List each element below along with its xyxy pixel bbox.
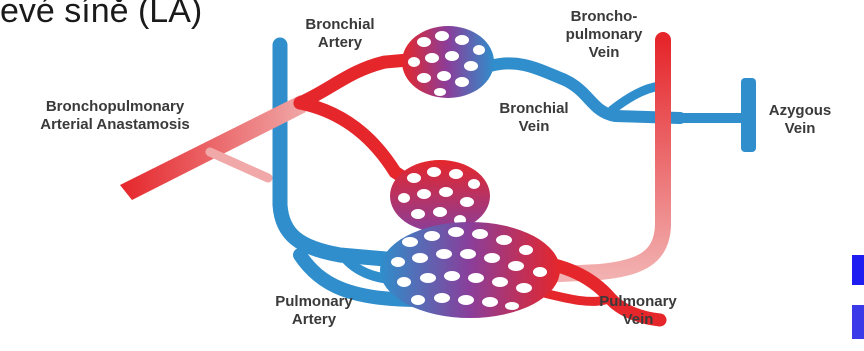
bronchopulmonary-vein-vessel: [612, 86, 660, 110]
label-pulmonary-vein: Pulmonary Vein: [588, 293, 688, 329]
slide-edge-fragment-bottom: [852, 305, 864, 339]
slide-edge-fragment-top: [852, 255, 864, 285]
lower-capillary-bed: [380, 222, 560, 318]
label-bronchial-artery: Bronchial Artery: [290, 16, 390, 52]
label-azygous-vein: Azygous Vein: [760, 102, 840, 138]
label-bronchopulmonary-vein: Broncho- pulmonary Vein: [554, 8, 654, 62]
upper-capillary-bed: [402, 26, 494, 98]
label-bronchopulmonary-anastomosis: Bronchopulmonary Arterial Anastamosis: [20, 98, 210, 134]
label-bronchial-vein: Bronchial Vein: [484, 100, 584, 136]
middle-capillary-bed: [390, 160, 490, 232]
label-pulmonary-artery: Pulmonary Artery: [264, 293, 364, 329]
azygous-vein-vessel: [675, 78, 756, 152]
bronchial-artery-vessel: [300, 60, 408, 103]
